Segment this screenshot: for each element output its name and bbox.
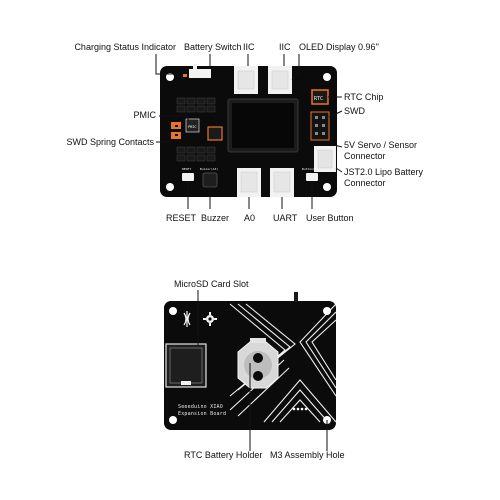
jst-battery-connector-label-1: JST2.0 Lipo Battery (344, 167, 424, 177)
user-button-label: User Button (306, 213, 354, 223)
charging-status-led (183, 74, 187, 77)
iic-right-label: IIC (279, 42, 291, 52)
pmic-chip (185, 118, 200, 133)
user-button (306, 173, 318, 181)
mounting-hole-bottom-view-bl (169, 416, 177, 424)
pmic-silkscreen: PMIC (188, 125, 196, 129)
button-silkscreen: Button(D1) (302, 167, 320, 171)
battery-switch-label: Battery Switch (184, 42, 242, 52)
mounting-hole-bottom-right (323, 183, 331, 191)
swd-spring-contacts (171, 122, 181, 139)
header-pins-upper (176, 97, 216, 113)
reset-label: RESET (166, 213, 197, 223)
mounting-hole-top-right (323, 73, 331, 81)
brand-line-2: Expansion Board (178, 411, 227, 417)
a0-label: A0 (244, 213, 256, 223)
rtc-chip-label: RTC Chip (344, 92, 384, 102)
m3-assembly-hole-label: M3 Assembly Hole (270, 450, 345, 460)
header-pins-lower (176, 146, 216, 162)
seeed-logo-icon (183, 311, 191, 327)
microsd-card-slot (165, 343, 207, 388)
rtc-silkscreen: RTC (314, 96, 323, 102)
oled-display-label: OLED Display 0.96'' (299, 42, 379, 52)
reset-silkscreen: RESET (182, 167, 191, 171)
callout-lines-bottom (197, 290, 328, 451)
rtc-battery-holder-label: RTC Battery Holder (184, 450, 263, 460)
mounting-hole-top-left (166, 73, 174, 81)
microsd-card-slot-label: MicroSD Card Slot (174, 279, 249, 289)
servo-sensor-connector-label-2: Connector (344, 151, 386, 161)
charging-status-indicator-label: Charging Status Indicator (74, 42, 176, 52)
rtc-battery-holder (237, 338, 279, 389)
x-pattern-graphic (229, 303, 337, 423)
grove-logo-icon (203, 312, 217, 326)
mounting-hole-bottom-view-tr (323, 307, 331, 315)
reset-button (182, 173, 194, 181)
battery-switch (189, 69, 211, 78)
servo-sensor-connector-label-1: 5V Servo / Sensor (344, 140, 418, 150)
brand-line-1: Seeeduino XIAO (178, 404, 223, 410)
buzzer-label: Buzzer (201, 213, 230, 223)
mounting-hole-bottom-left (166, 183, 174, 191)
swd-spring-contacts-label: SWD Spring Contacts (66, 137, 154, 147)
callout-lines-top (155, 54, 343, 209)
brand-text: Seeeduino XIAO Expansion Board (178, 404, 226, 418)
pmic-label: PMIC (133, 110, 157, 120)
jst-battery-connector-label-2: Connector (344, 178, 386, 188)
mounting-hole-bottom-view-tl (169, 307, 177, 315)
uart-label: UART (273, 213, 298, 223)
buzzer-silkscreen: Buzzer(A3) (200, 167, 218, 171)
swd-label: SWD (344, 106, 365, 116)
iic-left-label: IIC (243, 42, 255, 52)
